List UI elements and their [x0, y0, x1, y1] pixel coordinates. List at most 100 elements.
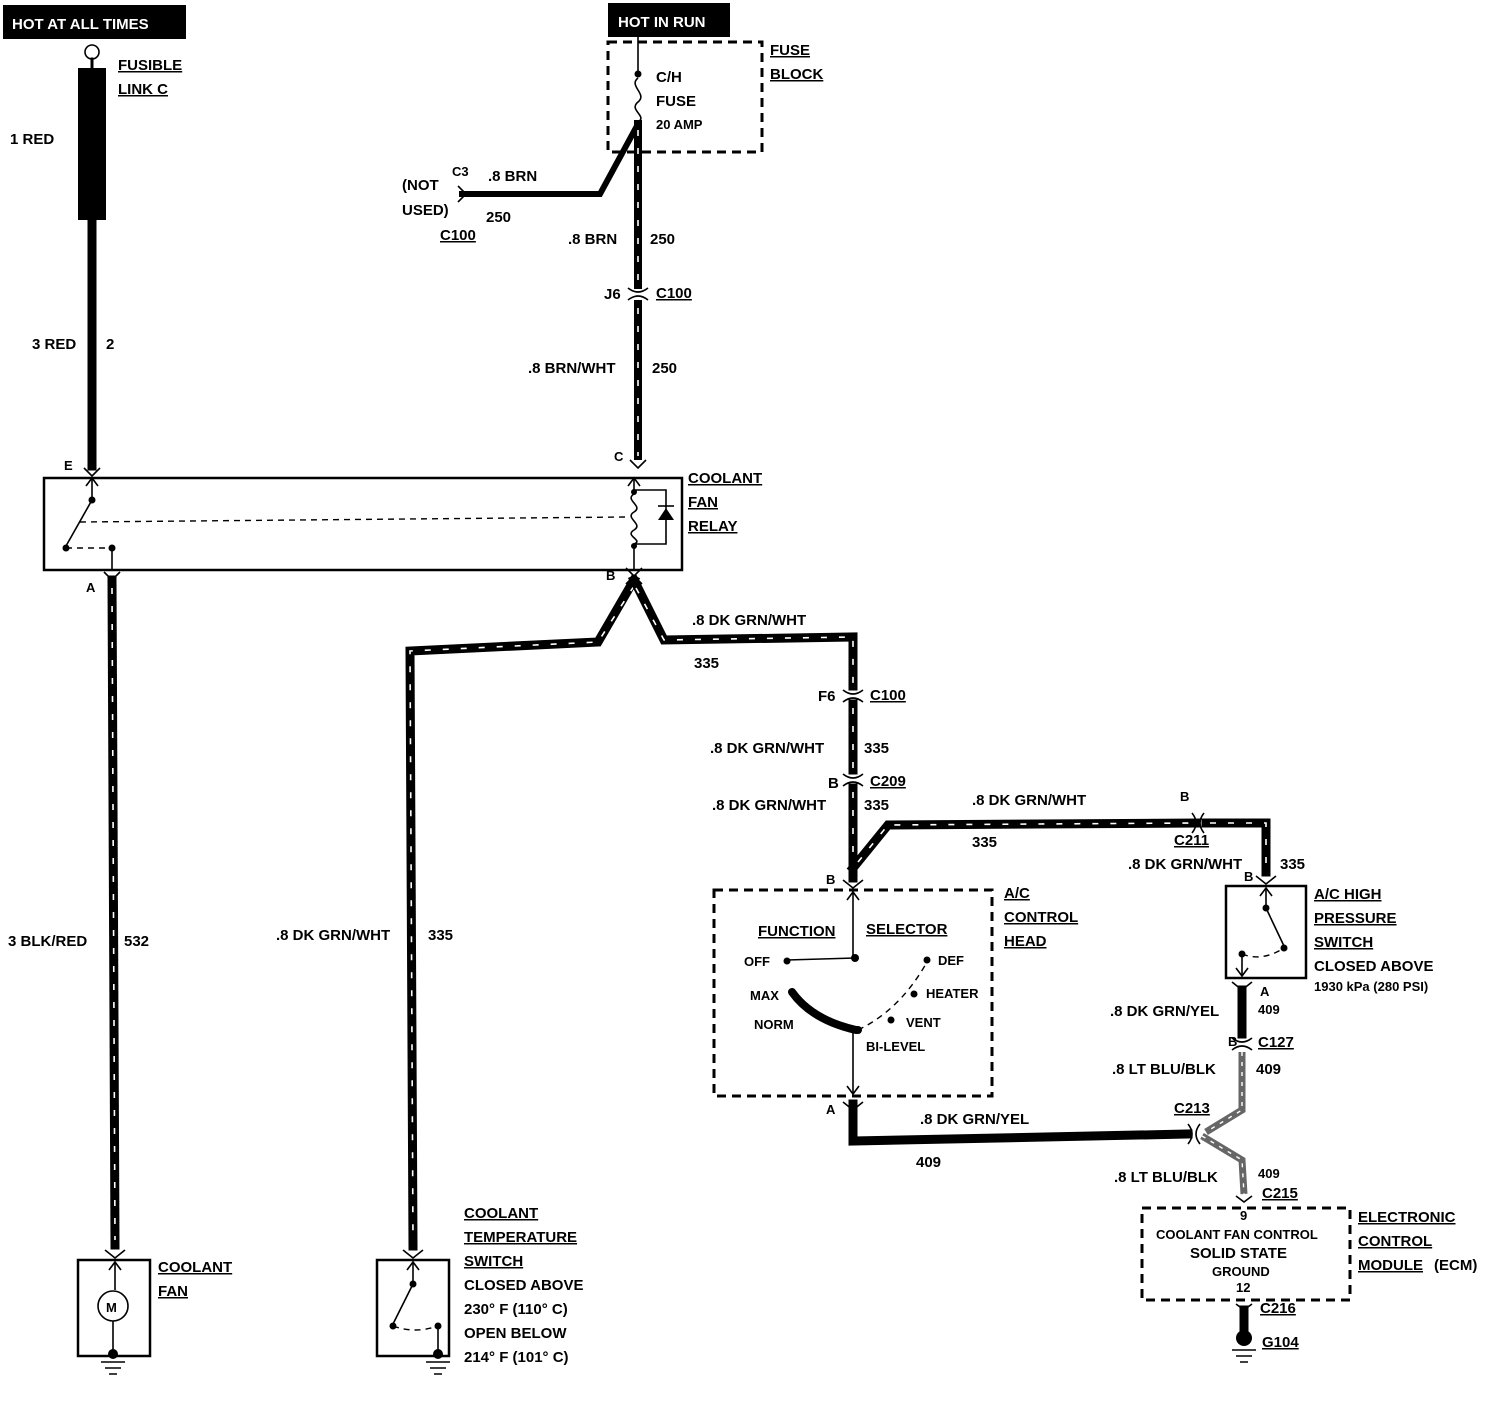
- ecm-pin-9: 9: [1240, 1208, 1247, 1223]
- ground-icon-g104: [1232, 1349, 1256, 1363]
- connector-c100-label-b: C100: [656, 285, 692, 302]
- wire-dkgrnyel-label-1: .8 DK GRN/YEL: [1110, 1003, 1219, 1020]
- hps-label-2: PRESSURE: [1314, 910, 1397, 927]
- hot-at-all-times-label: HOT AT ALL TIMES: [12, 16, 149, 33]
- relay-label-1: COOLANT: [688, 470, 762, 487]
- wire-circuit-335-to-cts: [405, 573, 641, 1251]
- selector-contact-vent: [887, 1016, 895, 1024]
- cts-switch-blade: [392, 1283, 414, 1325]
- pin-b-c127-label: B: [1228, 1034, 1237, 1049]
- ecm-label-1: ELECTRONIC: [1358, 1209, 1456, 1226]
- connector-c3-icon: [457, 185, 468, 203]
- cts-label-2: TEMPERATURE: [464, 1229, 577, 1246]
- cts-label-1: COOLANT: [464, 1205, 538, 1222]
- wire-dkgrnyel-label-2: .8 DK GRN/YEL: [920, 1111, 1029, 1128]
- selector-norm-label: NORM: [754, 1017, 794, 1032]
- ecm-inner-label-3: GROUND: [1212, 1264, 1270, 1279]
- ground-g104-label: G104: [1262, 1334, 1299, 1351]
- connector-c215-label: C215: [1262, 1185, 1298, 1202]
- fuse-block-outline: [606, 40, 764, 154]
- ch-fuse-label-2: FUSE: [656, 93, 696, 110]
- wire-dkgrnwht-label-2: .8 DK GRN/WHT: [710, 740, 824, 757]
- hps-arrow-top: [1259, 886, 1273, 897]
- relay-mechanical-link: [79, 516, 627, 523]
- wire-circuit-335-main: [627, 573, 858, 691]
- relay-switch-arrow: [85, 476, 99, 487]
- circuit-250-label-c: 250: [652, 360, 677, 377]
- connector-c209-label: C209: [870, 773, 906, 790]
- wire-circuit-409-head: [848, 1099, 1193, 1146]
- ecm-label-2: CONTROL: [1358, 1233, 1432, 1250]
- circuit-335-label-5: 335: [1280, 856, 1305, 873]
- fuse-terminal-top: [634, 70, 642, 78]
- hps-arrow-bottom: [1235, 967, 1249, 978]
- ground-g104-node: [1236, 1330, 1252, 1346]
- head-output-arrow: [846, 1085, 860, 1096]
- connector-c216-label: C216: [1260, 1300, 1296, 1317]
- circuit-335-label-3: 335: [864, 797, 889, 814]
- connector-c215-icon: [1235, 1195, 1253, 1203]
- pin-b-c211-label: B: [1180, 789, 1189, 804]
- connector-c-icon: [629, 459, 647, 470]
- wire-brnwht-label: .8 BRN/WHT: [528, 360, 616, 377]
- selector-vent-label: VENT: [906, 1015, 941, 1030]
- selector-max-label: MAX: [750, 988, 779, 1003]
- connector-c3-label: C3: [452, 164, 469, 179]
- cts-label-4: CLOSED ABOVE: [464, 1277, 583, 1294]
- selector-contact-bilevel: [854, 1026, 862, 1034]
- ground-icon-fan: [101, 1361, 125, 1375]
- circuit-532-label: 532: [124, 933, 149, 950]
- circuit-250-label-a: 250: [486, 209, 511, 226]
- pin-a-head-label: A: [826, 1102, 836, 1117]
- selector-contact-heater: [910, 990, 918, 998]
- coolant-temp-switch-outline: [375, 1258, 451, 1358]
- not-used-label-1: (NOT: [402, 177, 439, 194]
- pin-f6-label: F6: [818, 688, 836, 705]
- hot-in-run-label: HOT IN RUN: [618, 14, 706, 31]
- wire-dkgrnwht-label-6: .8 DK GRN/WHT: [276, 927, 390, 944]
- connector-c211-label: C211: [1174, 832, 1209, 849]
- cts-label-6: OPEN BELOW: [464, 1325, 567, 1342]
- hps-contact-gap: [1241, 947, 1285, 958]
- circuit-409-label-1: 409: [1258, 1002, 1280, 1017]
- wire-335-main-stripe: [635, 587, 854, 686]
- fuse-block-label-2: BLOCK: [770, 66, 823, 83]
- wire-335-hps-stripe: [1210, 822, 1267, 870]
- connector-c100-label-a: C100: [440, 227, 476, 244]
- relay-diode-icon: [658, 508, 674, 520]
- selector-contact-def: [923, 956, 931, 964]
- wire-blkred-label: 3 BLK/RED: [8, 933, 87, 950]
- ch-fuse-label-3: 20 AMP: [656, 117, 703, 132]
- selector-bilevel-label: BI-LEVEL: [866, 1039, 925, 1054]
- circuit-409-label-2: 409: [1256, 1061, 1281, 1078]
- connector-hps-b-icon: [1255, 875, 1277, 886]
- ecm-label-3: MODULE: [1358, 1257, 1423, 1274]
- circuit-335-label-1: 335: [694, 655, 719, 672]
- fusible-link-label-2: LINK C: [118, 81, 168, 98]
- circuit-335-label-2: 335: [864, 740, 889, 757]
- relay-coil-arrow: [627, 476, 641, 487]
- hot-in-run-banner: [608, 3, 730, 37]
- connector-e-icon: [83, 467, 101, 478]
- wire-dkgrnwht-label-4: .8 DK GRN/WHT: [972, 792, 1086, 809]
- ac-head-label-2: CONTROL: [1004, 909, 1078, 926]
- fan-motor-arrow: [108, 1260, 122, 1271]
- wire-3-red-label: 3 RED: [32, 336, 76, 353]
- fuse-icon: [634, 77, 642, 123]
- wire-532-stripe: [111, 587, 116, 1241]
- relay-pin-e: E: [64, 458, 73, 473]
- motor-label: M: [106, 1300, 117, 1315]
- cts-arrow: [406, 1260, 420, 1271]
- hps-switch-blade: [1265, 907, 1285, 947]
- head-input-arrow: [846, 890, 860, 901]
- relay-label-2: FAN: [688, 494, 718, 511]
- pin-j6-label: J6: [604, 286, 621, 303]
- fusible-link-icon: [78, 68, 106, 220]
- wire-ltblublk-hps: [1204, 1052, 1246, 1135]
- circuit-409-label-4: 409: [1258, 1166, 1280, 1181]
- fan-ground-node: [108, 1349, 118, 1359]
- pin-a-hps-label: A: [1260, 984, 1270, 999]
- selector-heater-label: HEATER: [926, 986, 979, 1001]
